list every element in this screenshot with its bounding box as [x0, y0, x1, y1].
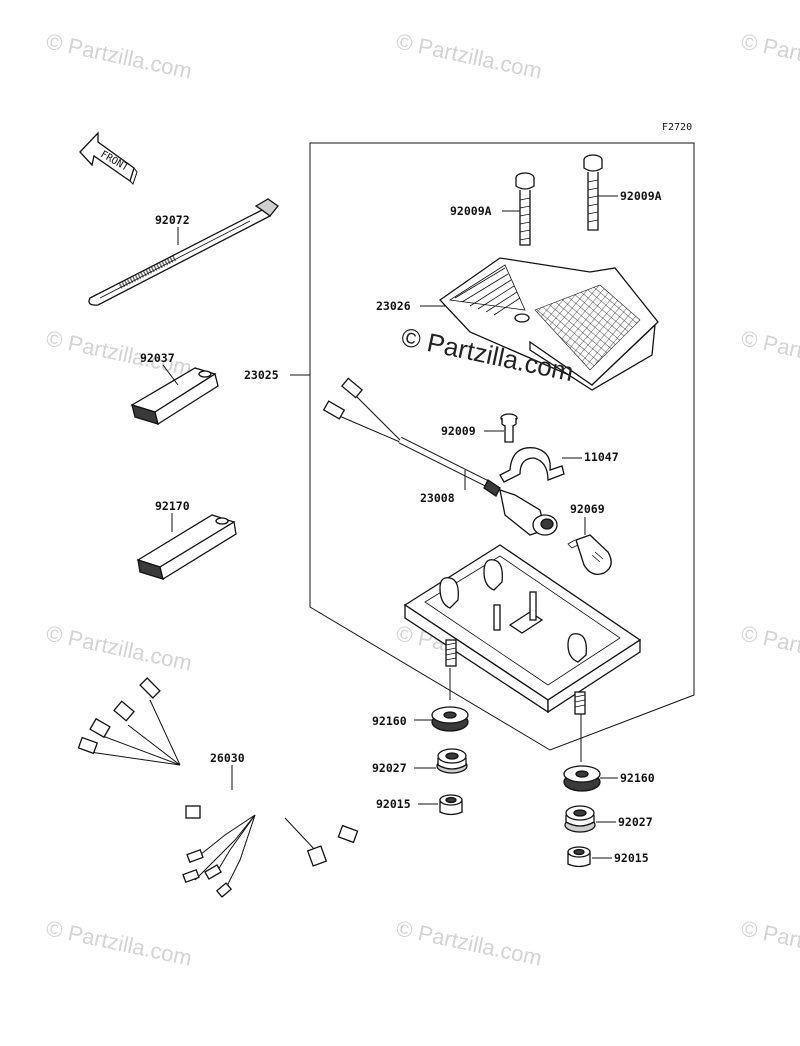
part-92072-cable-tie[interactable] — [88, 198, 279, 306]
part-92170-strap[interactable] — [136, 514, 237, 581]
part-label-92009A-right: 92009A — [620, 189, 662, 203]
watermark: © Partzilla.com — [739, 915, 800, 970]
watermark: © Partzilla.com — [44, 915, 194, 970]
watermark: © Partzilla.com — [394, 915, 544, 970]
part-92009A-screw-right[interactable] — [583, 154, 603, 231]
part-26030-wire-harness[interactable] — [77, 677, 359, 898]
part-label-92072: 92072 — [155, 213, 190, 227]
assembly-23025-bracket — [290, 142, 695, 751]
watermark: © Partzilla.com — [739, 28, 800, 83]
part-92009-screw[interactable] — [500, 413, 518, 443]
part-label-92009: 92009 — [441, 424, 476, 438]
part-label-11047: 11047 — [584, 450, 619, 464]
part-23026-lens[interactable] — [439, 257, 659, 391]
part-label-92069: 92069 — [570, 502, 605, 516]
part-11047-clamp[interactable] — [499, 447, 565, 483]
watermark: © Partzilla.com — [44, 28, 194, 83]
part-92015-nut-right[interactable] — [567, 846, 591, 868]
part-23008-socket-wiring[interactable] — [322, 377, 558, 536]
part-label-92015-left: 92015 — [376, 797, 411, 811]
part-label-23025: 23025 — [244, 368, 279, 382]
part-label-23008: 23008 — [420, 491, 455, 505]
part-label-26030: 26030 — [210, 751, 245, 765]
part-92160-grommet-right[interactable] — [563, 765, 601, 792]
part-label-92170: 92170 — [155, 499, 190, 513]
figure-code: F2720 — [662, 122, 692, 133]
part-92015-nut-left[interactable] — [439, 794, 463, 816]
watermark: © Partzilla.com — [739, 620, 800, 675]
part-label-92027-right: 92027 — [618, 815, 653, 829]
part-label-92160-right: 92160 — [620, 771, 655, 785]
watermark: © Partzilla.com — [739, 325, 800, 380]
part-92009A-screw-left[interactable] — [515, 172, 535, 246]
part-label-92160-left: 92160 — [372, 714, 407, 728]
part-label-92037: 92037 — [140, 351, 175, 365]
part-92160-grommet-left[interactable] — [431, 706, 469, 732]
part-label-92015-right: 92015 — [614, 851, 649, 865]
part-92027-collar-right[interactable] — [564, 805, 596, 833]
front-arrow-icon: FRONT — [79, 131, 138, 185]
part-23025-housing[interactable] — [403, 544, 642, 715]
watermark: © Partzilla.com — [44, 620, 194, 675]
part-label-92027-left: 92027 — [372, 761, 407, 775]
part-92037-strap[interactable] — [130, 367, 219, 426]
part-label-23026: 23026 — [376, 299, 411, 313]
part-label-92009A-left: 92009A — [450, 204, 492, 218]
part-92027-collar-left[interactable] — [436, 748, 468, 774]
watermark: © Partzilla.com — [394, 28, 544, 83]
part-92069-bulb[interactable] — [567, 534, 612, 576]
